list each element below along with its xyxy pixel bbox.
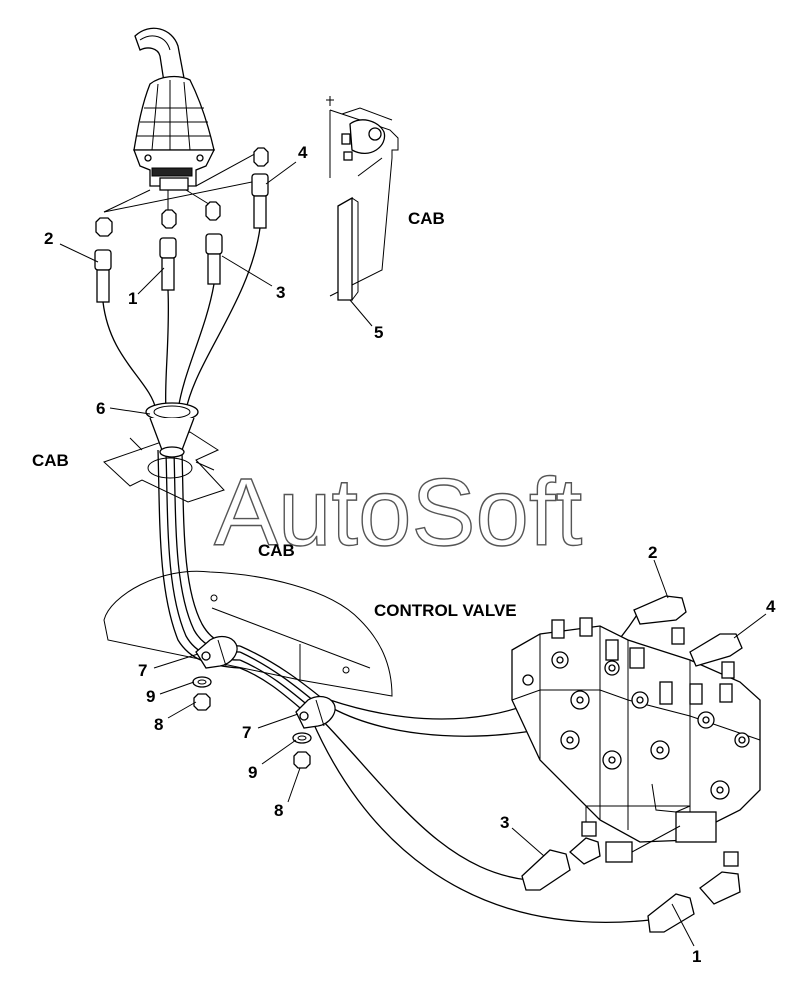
callout-leaders (59, 161, 767, 947)
floor-panel (103, 570, 393, 697)
callout-2-valve: 2 (648, 543, 657, 562)
control-valve-label: CONTROL VALVE (374, 601, 517, 620)
callout-6-grommet: 6 (96, 399, 105, 418)
nut-a (193, 693, 211, 711)
watermark-text: AutoSoft (214, 459, 582, 566)
callout-3-joystick: 3 (276, 283, 285, 302)
hose-end-fittings-joystick (94, 173, 269, 303)
callout-3-valve: 3 (500, 813, 509, 832)
valve-fittings (521, 595, 743, 933)
callout-9-washer-a: 9 (146, 687, 155, 706)
nut-b (293, 751, 311, 769)
callout-1-joystick: 1 (128, 289, 137, 308)
callout-7-clamp-a: 7 (138, 661, 147, 680)
grommet (145, 402, 199, 458)
cab-middle-label: CAB (258, 541, 295, 560)
joystick-assembly (133, 27, 216, 191)
clamp-a (195, 635, 238, 669)
callout-2-joystick: 2 (44, 229, 53, 248)
control-valve (511, 617, 761, 843)
cab-left-label: CAB (32, 451, 69, 470)
clamp-b (295, 695, 336, 729)
washer-b (292, 732, 312, 744)
callout-5-bracket: 5 (374, 323, 383, 342)
callout-4-valve: 4 (766, 597, 776, 616)
callout-8-nut-b: 8 (274, 801, 283, 820)
cab-bracket (326, 96, 399, 301)
callout-7-clamp-b: 7 (242, 723, 251, 742)
cab-upper-label: CAB (408, 209, 445, 228)
callout-1-valve: 1 (692, 947, 701, 966)
joystick-port-leaders (103, 149, 263, 213)
cab-floor-section (103, 431, 225, 503)
callout-9-washer-b: 9 (248, 763, 257, 782)
callout-4-joystick: 4 (298, 143, 308, 162)
washer-a (192, 676, 212, 688)
callout-8-nut-a: 8 (154, 715, 163, 734)
port-adapters (95, 147, 269, 237)
